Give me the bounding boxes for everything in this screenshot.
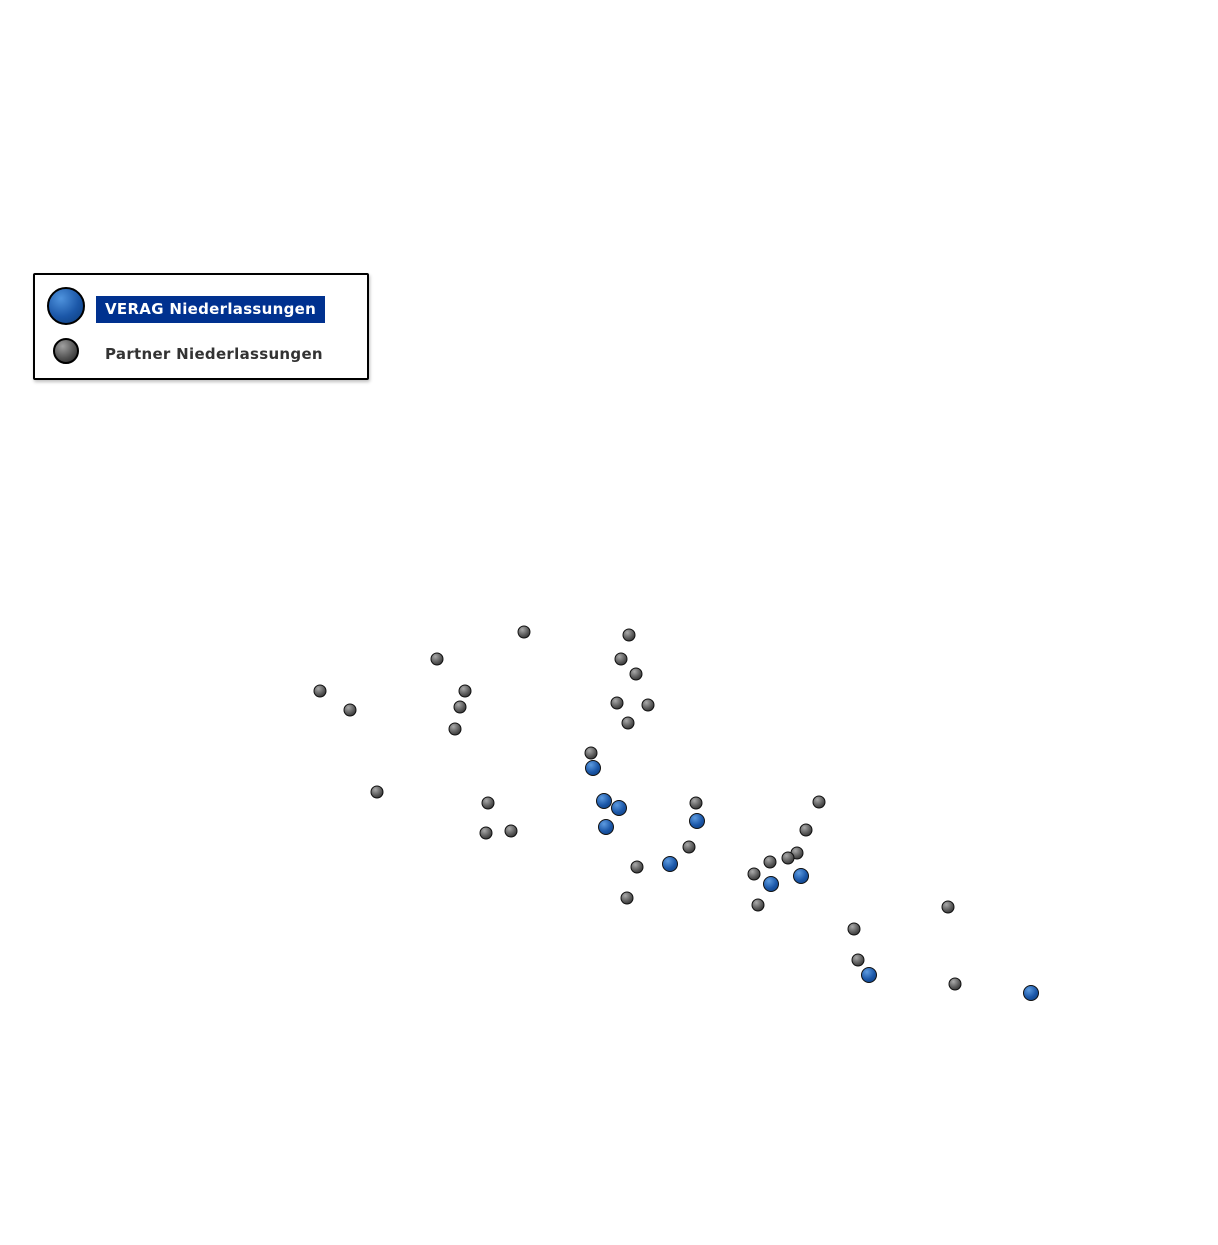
partner-marker[interactable] bbox=[343, 703, 357, 717]
partner-marker[interactable] bbox=[504, 824, 518, 838]
partner-marker[interactable] bbox=[641, 698, 655, 712]
partner-marker[interactable] bbox=[584, 746, 598, 760]
partner-marker[interactable] bbox=[763, 855, 777, 869]
legend-item-verag[interactable]: VERAG Niederlassungen bbox=[96, 296, 326, 323]
verag-marker[interactable] bbox=[861, 967, 877, 983]
partner-marker[interactable] bbox=[430, 652, 444, 666]
partner-marker[interactable] bbox=[479, 826, 493, 840]
partner-marker[interactable] bbox=[622, 628, 636, 642]
partner-marker[interactable] bbox=[781, 851, 795, 865]
partner-marker[interactable] bbox=[517, 625, 531, 639]
partner-marker[interactable] bbox=[851, 953, 865, 967]
verag-marker[interactable] bbox=[585, 760, 601, 776]
verag-marker-icon bbox=[47, 287, 85, 325]
legend-item-partner[interactable]: Partner Niederlassungen bbox=[105, 345, 323, 363]
partner-marker[interactable] bbox=[689, 796, 703, 810]
partner-marker[interactable] bbox=[747, 867, 761, 881]
partner-marker[interactable] bbox=[751, 898, 765, 912]
partner-marker[interactable] bbox=[453, 700, 467, 714]
partner-marker[interactable] bbox=[313, 684, 327, 698]
verag-marker[interactable] bbox=[596, 793, 612, 809]
partner-marker[interactable] bbox=[630, 860, 644, 874]
partner-marker[interactable] bbox=[799, 823, 813, 837]
partner-marker[interactable] bbox=[370, 785, 384, 799]
partner-marker[interactable] bbox=[620, 891, 634, 905]
partner-marker[interactable] bbox=[481, 796, 495, 810]
legend: VERAG Niederlassungen Partner Niederlass… bbox=[33, 273, 369, 380]
partner-marker[interactable] bbox=[629, 667, 643, 681]
partner-marker[interactable] bbox=[614, 652, 628, 666]
verag-marker[interactable] bbox=[1023, 985, 1039, 1001]
partner-marker[interactable] bbox=[948, 977, 962, 991]
verag-marker[interactable] bbox=[598, 819, 614, 835]
partner-marker[interactable] bbox=[621, 716, 635, 730]
verag-marker[interactable] bbox=[611, 800, 627, 816]
partner-marker[interactable] bbox=[941, 900, 955, 914]
verag-marker[interactable] bbox=[793, 868, 809, 884]
verag-marker[interactable] bbox=[662, 856, 678, 872]
verag-marker[interactable] bbox=[689, 813, 705, 829]
partner-marker[interactable] bbox=[847, 922, 861, 936]
partner-marker[interactable] bbox=[458, 684, 472, 698]
partner-marker[interactable] bbox=[448, 722, 462, 736]
verag-marker[interactable] bbox=[763, 876, 779, 892]
partner-marker[interactable] bbox=[812, 795, 826, 809]
partner-marker[interactable] bbox=[610, 696, 624, 710]
partner-marker[interactable] bbox=[682, 840, 696, 854]
partner-marker-icon bbox=[53, 338, 79, 364]
